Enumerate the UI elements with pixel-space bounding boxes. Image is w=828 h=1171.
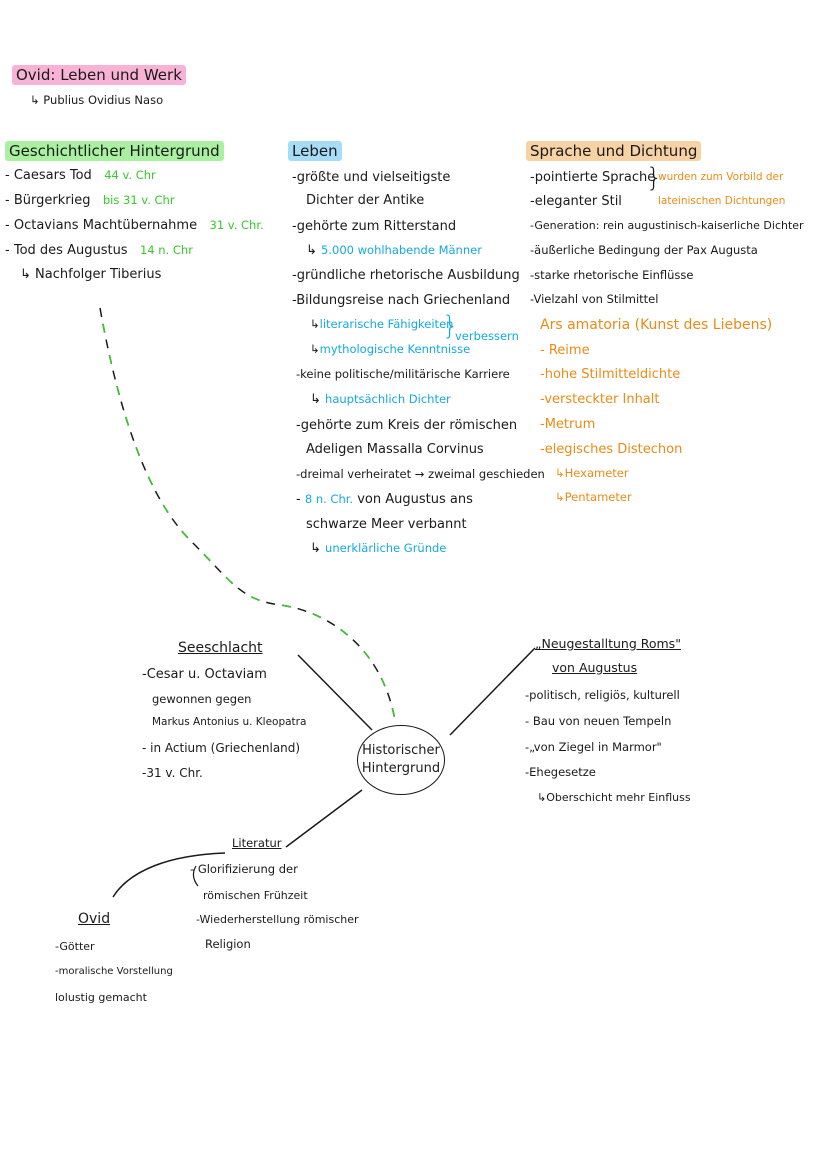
list-item: - 8 n. Chr. von Augustus ans [296,492,473,507]
subtitle: ↳ Publius Ovidius Naso [30,93,164,107]
bracket-icon: } [646,163,663,193]
list-item: ↳Hexameter [555,466,629,480]
section-sprache-heading: Sprache und Dichtung [526,141,702,161]
list-item: -„von Ziegel in Marmor" [525,740,662,754]
list-item: schwarze Meer verbannt [306,517,467,532]
list-item: -Generation: rein augustinisch-kaiserlic… [530,219,804,232]
center-node: Historischer Hintergrund [357,725,445,795]
list-item: - Reime [540,343,590,358]
list-item: -Cesar u. Octaviam [142,667,267,682]
list-item: -Wiederherstellung römischer [196,913,359,926]
list-item: - Bau von neuen Tempeln [525,714,672,728]
list-item: -eleganter Stil [530,194,622,209]
list-item: - Glorifizierung der [190,862,298,876]
list-item: -gründliche rhetorische Ausbildung [292,268,520,283]
connector-neugestaltung [449,647,536,736]
list-item: ↳Pentameter [555,490,632,504]
list-item: lateinischen Dichtungen [658,195,786,207]
list-item: -Ehegesetze [525,765,596,779]
list-item: lolustig gemacht [55,991,147,1004]
list-item: -starke rhetorische Einflüsse [530,268,694,282]
list-item: ↳ hauptsächlich Dichter [310,392,451,407]
list-item: Religion [205,937,251,951]
section-ovid-heading: Ovid [78,911,111,927]
list-item: ↳Oberschicht mehr Einfluss [537,791,691,804]
list-item: -Vielzahl von Stilmittel [530,292,659,306]
list-item: -größte und vielseitigste [292,170,451,185]
list-item: Adeligen Massalla Corvinus [306,442,484,457]
list-item: -Bildungsreise nach Griechenland [292,293,511,308]
list-item: - in Actium (Griechenland) [142,741,301,755]
list-item: - Bürgerkrieg bis 31 v. Chr [5,193,175,208]
bracket-literatur [192,865,199,887]
list-item: ↳ Nachfolger Tiberius [20,267,162,282]
list-item: -politisch, religiös, kulturell [525,688,680,702]
section-neugestaltung-subheading: von Augustus [552,660,638,675]
list-item: -pointierte Sprache [530,170,656,185]
list-item: - Tod des Augustus 14 n. Chr [5,243,193,258]
list-item: -gehörte zum Kreis der römischen [296,418,518,433]
list-item: -gehörte zum Ritterstand [292,219,457,234]
list-item: Ars amatoria (Kunst des Liebens) [540,317,773,333]
section-literatur-heading: Literatur [232,836,282,850]
connector-seeschlacht [297,654,373,731]
section-neugestaltung-heading: „Neugestalltung Roms" [535,636,681,651]
list-item: -dreimal verheiratet → zweimal geschiede… [296,467,545,481]
list-item: -elegisches Distechon [540,442,683,457]
list-item: -31 v. Chr. [142,766,203,780]
list-item: ↳mythologische Kenntnisse [310,342,471,356]
list-item: wurden zum Vorbild der [658,171,784,183]
list-item: Dichter der Antike [306,193,425,208]
list-item: -keine politische/militärische Karriere [296,367,510,381]
connector-literatur [285,789,363,848]
section-leben-heading: Leben [288,141,342,161]
page-title: Ovid: Leben und Werk [12,65,186,85]
bracket-icon: } [442,311,459,341]
section-seeschlacht-heading: Seeschlacht [178,640,263,656]
list-item: -versteckter Inhalt [540,392,660,407]
dashed-connector-green [99,307,396,721]
list-item: Markus Antonius u. Kleopatra [152,716,307,728]
list-item: -moralische Vorstellung [55,966,173,977]
list-item: -Metrum [540,417,596,432]
section-geschichte-heading: Geschichtlicher Hintergrund [5,141,224,161]
list-item: gewonnen gegen [152,692,252,706]
list-item: ↳literarische Fähigkeiten [310,317,454,331]
list-item: -hohe Stilmitteldichte [540,367,681,382]
list-item: ↳ 5.000 wohlhabende Männer [306,243,482,258]
list-item: -äußerliche Bedingung der Pax Augusta [530,243,758,257]
list-item: - Octavians Machtübernahme 31 v. Chr. [5,218,264,233]
list-item: römischen Frühzeit [203,889,308,902]
list-item: -Götter [55,940,95,953]
list-item: verbessern [455,329,519,343]
list-item: ↳ unerklärliche Gründe [310,541,447,556]
connector-ovid [112,852,226,898]
list-item: - Caesars Tod 44 v. Chr [5,168,156,183]
